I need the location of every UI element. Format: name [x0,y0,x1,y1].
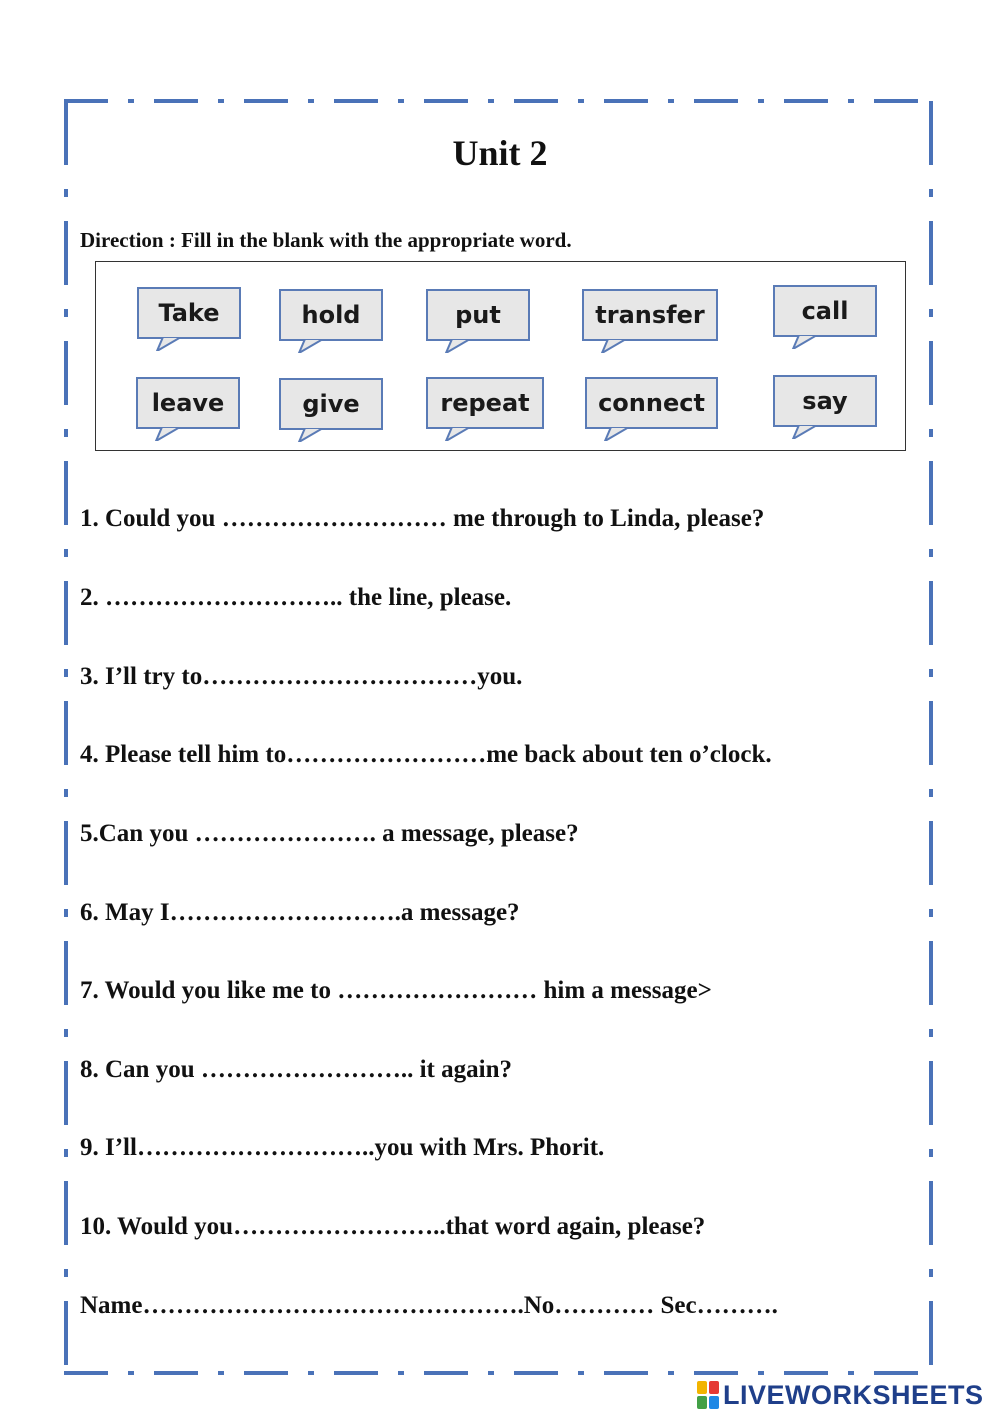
bubble-tail-icon [295,339,331,353]
word-bubble-transfer: transfer [582,289,718,353]
logo-icon [697,1381,719,1409]
question-2: 2. ……………………….. the line, please. [80,584,512,611]
word-label: repeat [440,389,530,417]
liveworksheets-logo: LIVEWORKSHEETS [697,1378,984,1412]
question-6: 6. May I……………………….a message? [80,899,520,926]
word-label: transfer [595,301,705,329]
word-label: leave [151,389,225,417]
word-label: put [455,301,501,329]
word-label: say [802,387,848,415]
word-bubble-leave: leave [136,377,240,441]
bubble-tail-icon [153,337,189,351]
question-4: 4. Please tell him to……………………me back abo… [80,741,772,768]
bubble-tail-icon [442,427,478,441]
question-9: 9. I’ll………………………..you with Mrs. Phorit. [80,1134,605,1161]
direction-text: Direction : Fill in the blank with the a… [80,228,572,252]
word-bubble-say: say [773,375,877,439]
bubble-tail-icon [442,339,478,353]
question-5: 5.Can you …………………. a message, please? [80,820,579,847]
word-bubble-call: call [773,285,877,349]
word-bubble-hold: hold [279,289,383,353]
word-label: Take [158,299,220,327]
question-3: 3. I’ll try to……………………………you. [80,663,523,690]
word-label: call [801,297,849,325]
bubble-tail-icon [152,427,188,441]
bubble-tail-icon [598,339,634,353]
word-label: hold [301,301,361,329]
bubble-tail-icon [789,425,825,439]
name-line: Name……………………………………….No………… Sec………. [80,1292,778,1319]
page-title: Unit 2 [452,133,548,173]
word-bubble-connect: connect [585,377,718,441]
word-bubble-put: put [426,289,530,353]
question-10: 10. Would you……………………..that word again, … [80,1213,706,1240]
word-bubble-take: Take [137,287,241,351]
bubble-tail-icon [295,428,331,442]
logo-text: LIVEWORKSHEETS [723,1379,984,1410]
bubble-tail-icon [789,335,825,349]
word-bubble-give: give [279,378,383,442]
word-label: give [302,390,360,418]
bubble-tail-icon [601,427,637,441]
word-bubble-repeat: repeat [426,377,544,441]
question-1: 1. Could you ……………………… me through to Lin… [80,505,765,532]
question-8: 8. Can you …………………….. it again? [80,1056,512,1083]
word-label: connect [598,389,705,417]
question-7: 7. Would you like me to …………………… him a m… [80,977,712,1004]
word-bank-box [95,261,906,451]
